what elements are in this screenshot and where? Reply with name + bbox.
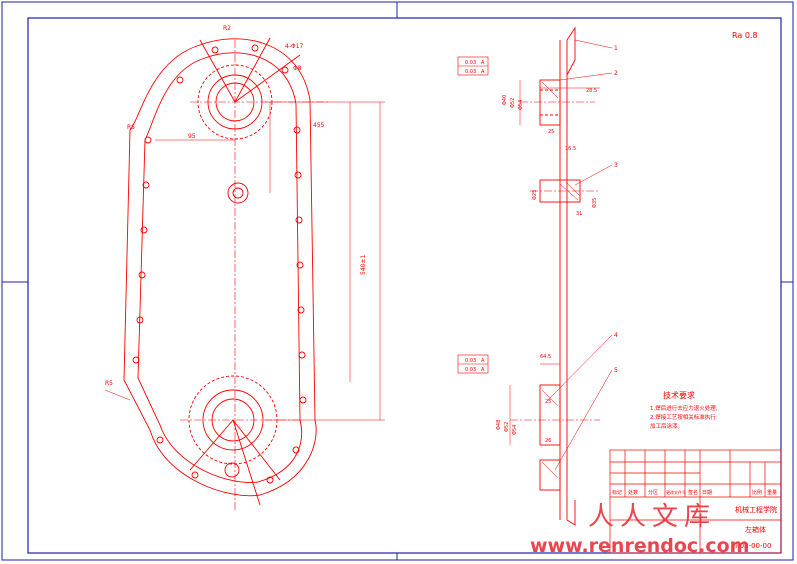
svg-text:64.5: 64.5 — [540, 354, 551, 360]
svg-text:A: A — [481, 69, 485, 75]
tech-req-line: 加工后涂漆。 — [650, 422, 683, 430]
svg-text:25: 25 — [548, 129, 554, 135]
bolt-holes — [132, 44, 307, 484]
svg-text:540±1: 540±1 — [360, 255, 367, 275]
svg-text:R2: R2 — [223, 25, 231, 32]
svg-text:标记: 标记 — [612, 489, 622, 496]
svg-text:0.03: 0.03 — [465, 367, 476, 373]
svg-text:R5: R5 — [127, 124, 135, 131]
svg-text:A: A — [481, 367, 485, 373]
section-dims: 28.5 Φ40 Φ52 Φ54 16.5 25 31 Φ25 Φ35 64.5… — [496, 88, 598, 444]
svg-text:26: 26 — [545, 438, 551, 444]
svg-text:A: A — [481, 60, 485, 66]
company-name: 机械工程学院 — [735, 505, 777, 514]
svg-text:Φ8: Φ8 — [293, 65, 302, 72]
svg-text:5: 5 — [614, 367, 618, 374]
svg-text:28.5: 28.5 — [586, 88, 597, 94]
watermark-url: www.renrendoc.com — [530, 535, 750, 557]
svg-text:A: A — [481, 358, 485, 364]
svg-text:Φ52: Φ52 — [504, 422, 510, 432]
svg-text:0.03: 0.03 — [465, 69, 476, 75]
svg-text:95: 95 — [188, 133, 196, 140]
svg-text:更改文件号: 更改文件号 — [666, 489, 686, 495]
svg-text:0.03: 0.03 — [465, 358, 476, 364]
svg-text:比例: 比例 — [752, 489, 762, 496]
tech-req-title: 技术要求 — [663, 390, 695, 400]
svg-text:16.5: 16.5 — [565, 146, 576, 152]
svg-text:Φ25: Φ25 — [532, 190, 538, 200]
front-view — [104, 37, 385, 510]
title-block — [609, 449, 782, 554]
svg-text:R5: R5 — [105, 380, 113, 387]
svg-text:0.03: 0.03 — [465, 60, 476, 66]
svg-text:Φ54: Φ54 — [518, 100, 524, 110]
svg-text:4-Φ17: 4-Φ17 — [285, 43, 304, 50]
drawing-number: JI-03-00-00 — [732, 542, 771, 550]
svg-text:4: 4 — [614, 332, 618, 339]
roughness-mark: Ra 0.8 — [732, 31, 758, 40]
section-view — [457, 26, 613, 526]
svg-text:签名: 签名 — [688, 489, 698, 496]
watermark-cn: 人人文库 — [588, 502, 717, 532]
svg-text:25: 25 — [545, 399, 551, 405]
svg-text:455: 455 — [313, 122, 325, 129]
svg-text:分区: 分区 — [648, 489, 658, 496]
tech-requirements: 技术要求 1.焊后进行去应力退火处理, 2.焊接工艺按相关标准执行 加工后涂漆。 — [650, 390, 718, 430]
svg-text:Φ54: Φ54 — [512, 425, 518, 435]
part-name: 左箱体 — [745, 525, 766, 534]
tolerance-frames: 0.03 A 0.03 A 0.03 A 0.03 A — [465, 60, 485, 373]
front-dims: R2 4-Φ17 Φ8 R5 95 R5 455 540±1 — [105, 25, 367, 387]
svg-text:3: 3 — [614, 162, 618, 169]
svg-text:1: 1 — [614, 45, 618, 52]
title-block-text: 标记 处数 分区 更改文件号 签名 日期 比例 重量 机械工程学院 左箱体 JI… — [612, 489, 777, 550]
svg-text:Φ52: Φ52 — [510, 98, 516, 108]
svg-text:31: 31 — [576, 211, 582, 217]
tech-req-line: 1.焊后进行去应力退火处理, — [650, 404, 718, 412]
svg-text:日期: 日期 — [702, 490, 712, 496]
svg-text:重量: 重量 — [767, 489, 777, 496]
svg-text:Φ40: Φ40 — [502, 95, 508, 105]
balloons: 1 2 3 4 5 — [614, 45, 618, 374]
svg-text:2: 2 — [614, 70, 618, 77]
svg-text:Φ35: Φ35 — [592, 198, 598, 208]
tech-req-line: 2.焊接工艺按相关标准执行 — [650, 413, 716, 421]
svg-text:处数: 处数 — [628, 489, 638, 496]
svg-text:Φ48: Φ48 — [496, 420, 502, 430]
